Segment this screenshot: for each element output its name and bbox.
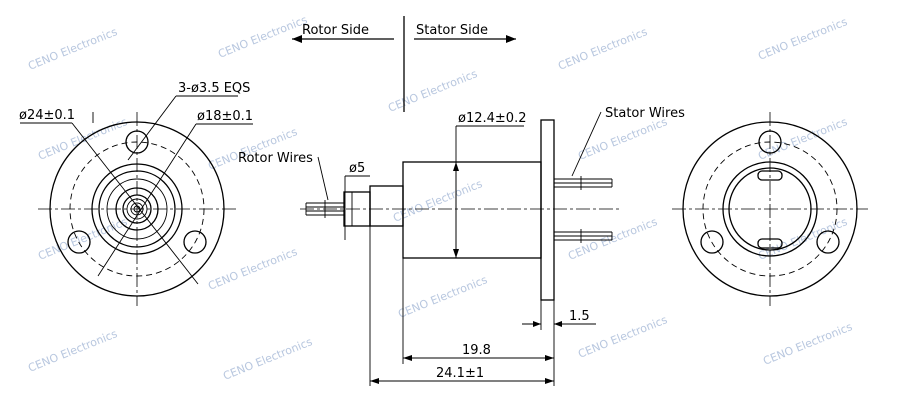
body-length-label: 19.8 xyxy=(462,343,491,358)
side-view: ø12.4±0.2 ø5 Rotor Wires Stator Wires 1.… xyxy=(238,106,685,386)
watermark: CENO Electronics xyxy=(221,335,314,383)
stator-side-label: Stator Side xyxy=(416,23,488,38)
watermark: CENO Electronics xyxy=(386,67,479,115)
watermark: CENO Electronics xyxy=(391,177,484,225)
watermark: CENO Electronics xyxy=(556,25,649,73)
mounting-holes-label: 3-ø3.5 EQS xyxy=(178,81,250,96)
watermark: CENO Electronics xyxy=(26,25,119,73)
flange-diameter-label: ø24±0.1 xyxy=(19,108,75,123)
rotor-side-label: Rotor Side xyxy=(302,23,369,38)
watermark: CENO Electronics xyxy=(566,215,659,263)
watermark: CENO Electronics xyxy=(206,245,299,293)
watermark: CENO Electronics xyxy=(576,115,669,163)
watermark: CENO Electronics xyxy=(216,13,309,61)
stator-wires-label: Stator Wires xyxy=(605,106,685,121)
right-arrow-icon xyxy=(506,35,516,43)
side-header: Rotor Side Stator Side xyxy=(292,16,516,112)
watermark: CENO Electronics xyxy=(36,215,129,263)
stator-end-view xyxy=(672,112,868,306)
body-od-label: ø12.4±0.2 xyxy=(458,111,526,126)
watermark: CENO Electronics xyxy=(396,273,489,321)
left-arrow-icon xyxy=(292,35,302,43)
watermark: CENO Electronics xyxy=(26,327,119,375)
body-diameter-label: ø18±0.1 xyxy=(197,109,253,124)
rotor-wires-label: Rotor Wires xyxy=(238,151,313,166)
watermark: CENO Electronics xyxy=(756,15,849,63)
rotor-end-view: ø24±0.1 ø18±0.1 3-ø3.5 EQS xyxy=(19,81,253,306)
flange-thickness-label: 1.5 xyxy=(569,309,590,324)
shaft-diameter-label: ø5 xyxy=(349,161,365,176)
watermark: CENO Electronics xyxy=(761,320,854,368)
watermark: CENO Electronics xyxy=(576,313,669,361)
overall-length-label: 24.1±1 xyxy=(436,366,484,381)
